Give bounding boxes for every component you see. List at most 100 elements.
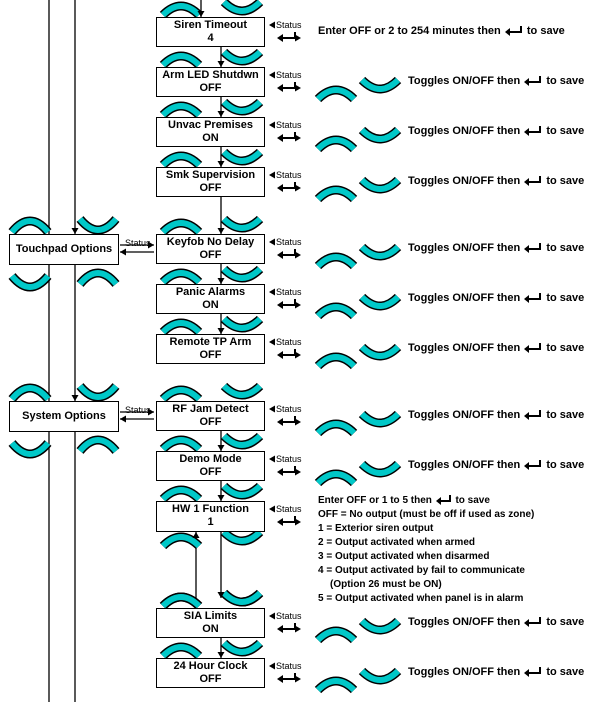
enter-return-icon bbox=[277, 673, 296, 683]
arc-up-icon bbox=[314, 252, 358, 270]
arc-fill bbox=[221, 529, 263, 544]
arc-up-icon bbox=[159, 268, 203, 286]
enter-return-icon bbox=[435, 495, 451, 506]
enter-return-icon bbox=[277, 299, 296, 309]
desc-text: Toggles ON/OFF then bbox=[408, 75, 521, 87]
arc-down-icon bbox=[220, 0, 264, 16]
enter-head bbox=[277, 84, 283, 92]
arrow-left-icon bbox=[120, 415, 126, 423]
arc-up-icon bbox=[314, 352, 358, 370]
enter-head bbox=[277, 351, 283, 359]
arc-down-icon bbox=[76, 215, 120, 235]
setting-description: Toggles ON/OFF then to save bbox=[408, 459, 584, 471]
arc-up-icon bbox=[159, 1, 203, 19]
arc-down-icon bbox=[220, 589, 264, 607]
arc-fill bbox=[9, 440, 51, 457]
enter-return-icon bbox=[524, 460, 542, 471]
arc-up-icon bbox=[8, 383, 52, 403]
enter-head bbox=[277, 301, 283, 309]
desc-suffix: to save bbox=[546, 666, 585, 678]
enter-stem bbox=[282, 623, 296, 630]
arc-up-icon bbox=[159, 151, 203, 169]
enter-return-icon bbox=[277, 516, 296, 526]
enter-return-icon bbox=[277, 182, 296, 192]
enter-return-icon bbox=[277, 132, 296, 142]
arrow-down-icon bbox=[217, 652, 225, 658]
arc-down-icon bbox=[8, 439, 52, 459]
arrow-down-icon bbox=[217, 161, 225, 167]
arc-up-icon bbox=[314, 626, 358, 644]
arc-fill bbox=[359, 77, 401, 92]
arrow-down-icon bbox=[197, 11, 205, 17]
arrow-down-icon bbox=[217, 328, 225, 334]
desc-suffix: to save bbox=[546, 292, 585, 304]
arc-fill bbox=[359, 618, 401, 633]
enter-return-icon bbox=[277, 623, 296, 633]
desc-text: Enter OFF or 2 to 254 minutes then bbox=[318, 25, 501, 37]
arrow-up-icon bbox=[192, 532, 200, 538]
desc-text: Toggles ON/OFF then bbox=[408, 342, 521, 354]
arc-down-icon bbox=[358, 617, 402, 635]
status-label: Status bbox=[276, 287, 302, 297]
arc-fill bbox=[315, 628, 357, 643]
arc-icons bbox=[8, 0, 402, 694]
arc-fill bbox=[359, 668, 401, 683]
arc-down-icon bbox=[358, 343, 402, 361]
desc-suffix: to save bbox=[546, 342, 585, 354]
enter-return-icon bbox=[524, 293, 542, 304]
arc-up-icon bbox=[76, 435, 120, 455]
enter-stem bbox=[282, 416, 296, 423]
setting-value: OFF bbox=[199, 182, 222, 194]
arrow-left-icon bbox=[269, 171, 275, 179]
arc-down-icon bbox=[358, 243, 402, 261]
setting-description: Toggles ON/OFF then to save bbox=[408, 242, 584, 254]
desc-suffix: to save bbox=[546, 175, 585, 187]
enter-return-icon bbox=[524, 176, 542, 187]
menu-system-options[interactable]: System Options bbox=[9, 401, 119, 432]
arrow-left-icon bbox=[269, 338, 275, 346]
desc-text: Toggles ON/OFF then bbox=[408, 292, 521, 304]
arc-up-icon bbox=[314, 85, 358, 103]
enter-return-icon bbox=[277, 466, 296, 476]
arrow-right-icon bbox=[295, 351, 301, 359]
arc-up-icon bbox=[314, 469, 358, 487]
status-label: Status bbox=[276, 454, 302, 464]
enter-return-icon bbox=[524, 667, 542, 678]
arc-fill bbox=[77, 437, 119, 454]
setting-description: Toggles ON/OFF then to save bbox=[408, 666, 584, 678]
arc-fill bbox=[160, 53, 202, 68]
setting-description: Toggles ON/OFF then to save bbox=[408, 175, 584, 187]
arc-up-icon bbox=[159, 592, 203, 610]
enter-return-icon bbox=[524, 243, 542, 254]
enter-head bbox=[277, 625, 283, 633]
desc-suffix: to save bbox=[546, 125, 585, 137]
desc-text: Toggles ON/OFF then bbox=[408, 459, 521, 471]
enter-return-icon bbox=[524, 343, 542, 354]
arc-down-icon bbox=[220, 315, 264, 333]
enter-return-icon bbox=[277, 82, 296, 92]
enter-head bbox=[277, 184, 283, 192]
setting-description: Toggles ON/OFF then to save bbox=[408, 292, 584, 304]
menu-touchpad-options[interactable]: Touchpad Options bbox=[9, 234, 119, 265]
arrow-right-icon bbox=[148, 408, 154, 416]
setting-value: ON bbox=[202, 299, 219, 311]
hw-option: (Option 26 must be ON) bbox=[330, 579, 442, 590]
arrow-left-icon bbox=[269, 121, 275, 129]
setting-value: OFF bbox=[199, 82, 222, 94]
arc-fill bbox=[221, 590, 263, 605]
desc-text: Toggles ON/OFF then bbox=[408, 666, 521, 678]
desc-text: Toggles ON/OFF then bbox=[408, 409, 521, 421]
arc-up-icon bbox=[314, 302, 358, 320]
